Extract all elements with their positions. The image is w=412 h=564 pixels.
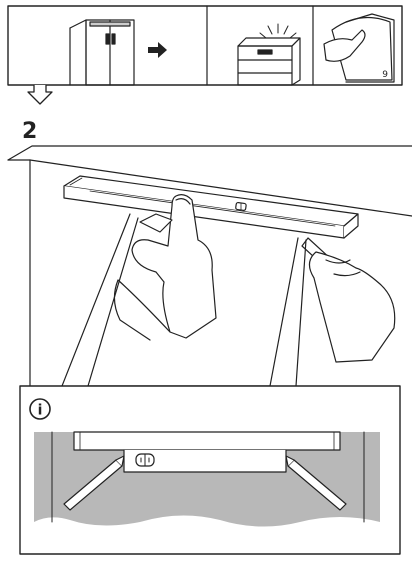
detail-light-bar <box>73 431 341 451</box>
info-symbol: i <box>38 403 43 419</box>
wall-area <box>34 432 380 527</box>
main-scene <box>7 145 412 391</box>
hand-icon <box>323 29 366 62</box>
fingernail <box>175 198 191 205</box>
left-hand <box>131 194 217 339</box>
zoom-line <box>87 217 139 387</box>
top-strip: 9 <box>7 5 403 86</box>
light-bar-cap <box>69 177 83 186</box>
cabinet-side <box>69 19 87 86</box>
switch-symbol-icon <box>235 201 247 211</box>
detail-switch-plate <box>123 449 287 473</box>
detail-pencil-left-tip <box>115 455 125 467</box>
detail-pencil-right-tip <box>285 455 295 467</box>
switch-clip <box>139 213 173 233</box>
cabinet-light-bar <box>89 21 131 27</box>
light-rays-icon <box>259 23 297 39</box>
zoom-line <box>295 239 307 387</box>
cabinet-panel <box>69 19 167 86</box>
info-box: i <box>19 385 401 555</box>
page-turn-panel: 9 <box>323 13 395 83</box>
cabinet-handle <box>111 33 116 45</box>
page-back <box>345 13 395 83</box>
left-wrist <box>113 279 171 341</box>
light-bar-groove <box>89 190 336 227</box>
cabinet-handle <box>105 33 110 45</box>
zoom-line <box>269 237 299 387</box>
drawer-front <box>237 45 293 86</box>
arrow-right-icon <box>148 42 167 58</box>
page-sheet <box>331 16 393 81</box>
cabinet-underside-edge <box>29 159 412 217</box>
drawer-panel <box>237 23 301 86</box>
finger-lines <box>325 259 361 277</box>
top-strip-frame <box>7 5 403 86</box>
page-reference-number: 9 <box>382 70 388 80</box>
drawer-handle <box>257 49 273 55</box>
step-number: 2 <box>22 119 37 144</box>
right-hand <box>308 251 396 363</box>
cabinet-top-edge <box>7 145 412 161</box>
info-icon <box>29 398 51 420</box>
light-bar-end <box>343 213 359 239</box>
drawer-top <box>237 37 301 47</box>
zoom-line <box>61 213 131 387</box>
drawer-side <box>291 37 301 86</box>
arrow-down-icon <box>27 84 53 105</box>
